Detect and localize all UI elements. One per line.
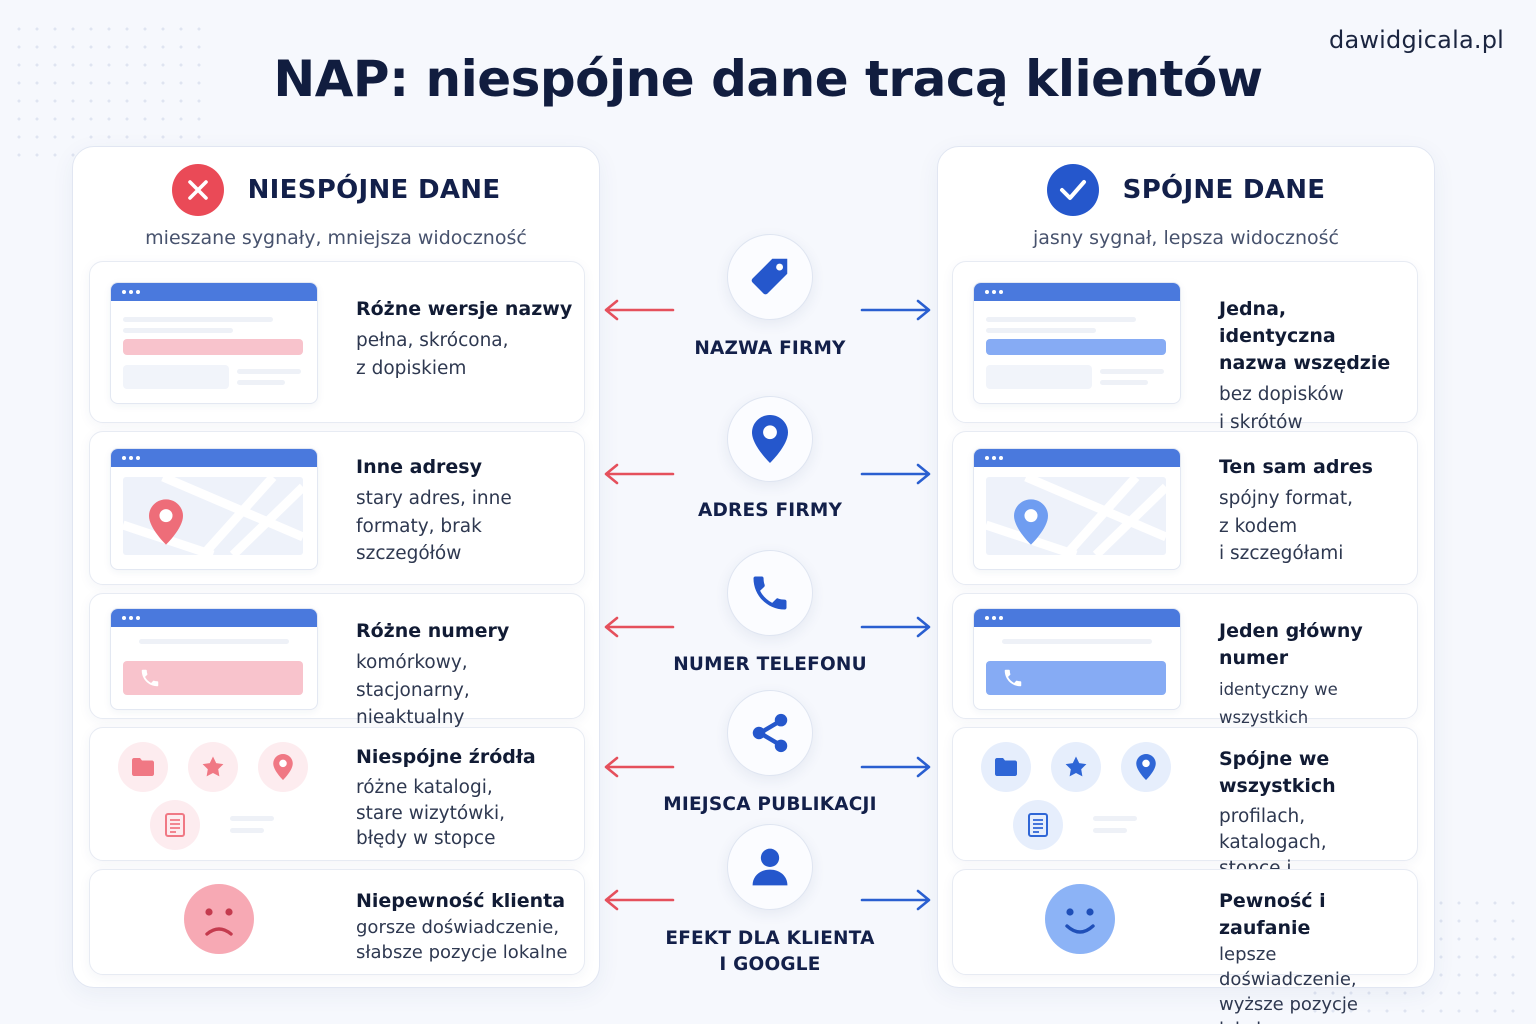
panel-title: NIESPÓJNE DANE — [247, 175, 501, 205]
map-mockup — [110, 448, 318, 570]
location-pin-icon — [1014, 499, 1048, 549]
card-consistent-everywhere: Spójne we wszystkich profilach, kataloga… — [952, 727, 1418, 905]
page-title: NAP: niespójne dane tracą klientów — [273, 50, 1263, 108]
card-different-numbers: Różne numery komórkowy, stacjonarny,niea… — [89, 593, 585, 728]
location-pin-icon — [1121, 742, 1171, 792]
center-item-publication-places: MIEJSCA PUBLIKACJI — [650, 690, 890, 818]
arrow-right-icon — [860, 463, 931, 485]
card-name-variants: Różne wersje nazwy pełna, skrócona,z dop… — [89, 261, 585, 423]
browser-mockup — [110, 282, 318, 404]
location-pin-icon — [149, 499, 183, 549]
card-title: Inne adresy — [356, 456, 482, 478]
share-icon — [727, 690, 813, 776]
card-description: komórkowy, stacjonarny,nieaktualny — [356, 652, 470, 728]
card-customer-uncertainty: Niepewność klienta gorsze doświadczenie,… — [89, 869, 585, 975]
arrow-right-icon — [860, 889, 931, 911]
location-pin-icon — [727, 396, 813, 482]
phone-icon — [1002, 667, 1024, 693]
location-pin-icon — [258, 742, 308, 792]
arrow-right-icon — [860, 756, 931, 778]
phone-icon — [727, 550, 813, 636]
happy-face-icon — [1045, 884, 1115, 954]
browser-mockup — [110, 608, 318, 710]
card-confidence-trust: Pewność i zaufanie lepsze doświadczenie,… — [952, 869, 1418, 1024]
card-title: Pewność i zaufanie — [1219, 890, 1326, 939]
document-icon — [150, 800, 200, 850]
center-label: NUMER TELEFONU — [673, 654, 867, 675]
card-title: Niespójne źródła — [356, 746, 536, 768]
panel-consistent: SPÓJNE DANE jasny sygnał, lepsza widoczn… — [937, 146, 1435, 1024]
panel-title: SPÓJNE DANE — [1122, 175, 1326, 205]
card-title: Ten sam adres — [1219, 456, 1373, 478]
arrow-left-icon — [604, 463, 675, 485]
panel-subtitle: jasny sygnał, lepsza widoczność — [1032, 227, 1340, 249]
phone-icon — [139, 667, 161, 693]
browser-mockup — [973, 282, 1181, 404]
sad-face-icon — [184, 884, 254, 954]
card-title: Jeden główny numer — [1219, 620, 1363, 669]
card-title: Różne numery — [356, 620, 510, 642]
arrow-left-icon — [604, 616, 675, 638]
arrow-left-icon — [604, 889, 675, 911]
center-label: NAZWA FIRMY — [694, 338, 846, 359]
card-description: lepsze doświadczenie,wyższe pozycje loka… — [1219, 944, 1358, 1024]
card-inconsistent-sources: Niespójne źródła różne katalogi,stare wi… — [89, 727, 585, 861]
folder-icon — [118, 742, 168, 792]
tag-icon — [727, 234, 813, 320]
browser-mockup — [973, 608, 1181, 710]
center-item-company-address: ADRES FIRMY — [650, 396, 890, 524]
arrow-right-icon — [860, 299, 931, 321]
panel-header: NIESPÓJNE DANE mieszane sygnały, mniejsz… — [73, 163, 599, 249]
star-icon — [1051, 742, 1101, 792]
arrow-right-icon — [860, 616, 931, 638]
document-icon — [1013, 800, 1063, 850]
card-title: Różne wersje nazwy — [356, 298, 573, 320]
star-icon — [188, 742, 238, 792]
center-item-phone-number: NUMER TELEFONU — [650, 550, 890, 678]
center-label: MIEJSCA PUBLIKACJI — [663, 794, 877, 815]
check-icon — [1046, 164, 1099, 216]
panel-subtitle: mieszane sygnały, mniejsza widoczność — [145, 227, 527, 249]
user-icon — [727, 824, 813, 910]
card-description: pełna, skrócona,z dopiskiem — [356, 330, 509, 379]
arrow-left-icon — [604, 299, 675, 321]
card-description: różne katalogi,stare wizytówki,błędy w s… — [356, 777, 506, 849]
center-label: ADRES FIRMY — [697, 500, 843, 521]
card-description: gorsze doświadczenie,słabsze pozycje lok… — [356, 917, 568, 963]
card-title: Niepewność klienta — [356, 890, 566, 912]
arrow-left-icon — [604, 756, 675, 778]
center-item-company-name: NAZWA FIRMY — [650, 234, 890, 362]
card-one-main-number: Jeden główny numer identyczny we wszystk… — [952, 593, 1418, 755]
panel-inconsistent: NIESPÓJNE DANE mieszane sygnały, mniejsz… — [72, 146, 600, 988]
card-title: Spójne we wszystkich — [1219, 748, 1336, 797]
brand-label: dawidgicala.pl — [1329, 26, 1504, 54]
folder-icon — [981, 742, 1031, 792]
dot-pattern-decoration — [10, 20, 210, 170]
x-icon — [171, 164, 224, 216]
map-mockup — [973, 448, 1181, 570]
panel-header: SPÓJNE DANE jasny sygnał, lepsza widoczn… — [938, 163, 1434, 249]
